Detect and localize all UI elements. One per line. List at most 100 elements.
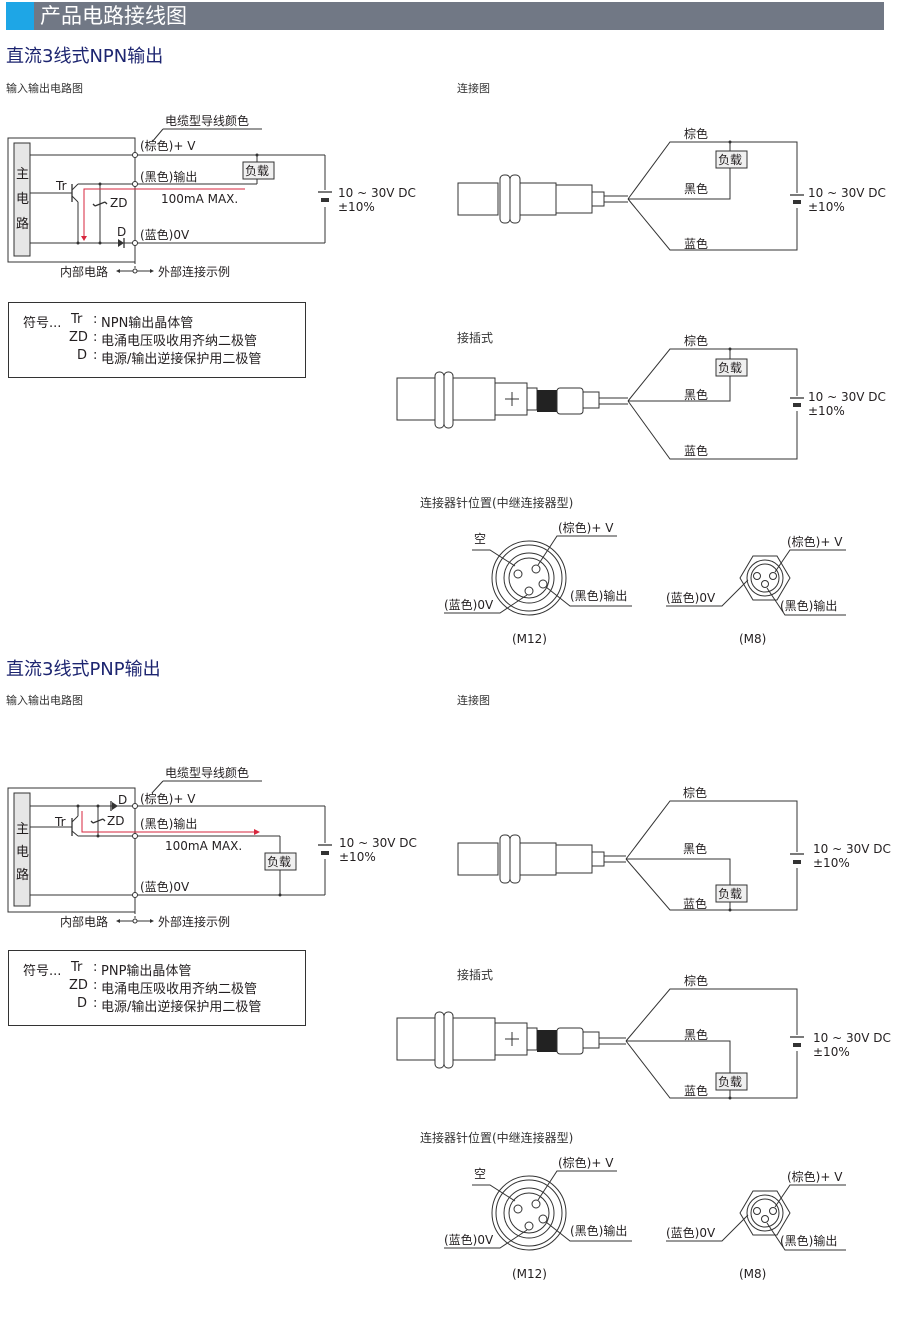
legend-desc: 电涌电压吸收用齐纳二极管 — [101, 334, 258, 349]
plug-type-label: 接插式 — [457, 968, 494, 982]
pin-position-title: 连接器针位置(中继连接器型) — [420, 496, 574, 510]
wire-black — [626, 1040, 731, 1073]
pin-zero-label: (蓝色)0V — [666, 591, 716, 605]
current-path-arrow — [81, 811, 255, 833]
legend-desc: PNP输出晶体管 — [101, 964, 192, 979]
pin-output-label: (黑色)输出 — [570, 588, 627, 603]
internal-circuit-label: 内部电路 — [60, 264, 108, 279]
load-label: 负载 — [245, 164, 269, 178]
m12-label: (M12) — [512, 1267, 547, 1281]
symbol-legend: 符号... Tr : PNP输出晶体管 ZD : 电涌电压吸收用齐纳二极管 D … — [8, 950, 306, 1026]
wire-plus-label: (棕色)+ V — [140, 138, 196, 153]
npn-plug-connection: 负载 棕色 黑色 蓝色 10 ~ 30V DC ±10% — [396, 333, 886, 460]
supply-voltage: 10 ~ 30V DC — [808, 186, 886, 200]
load-box — [715, 150, 748, 169]
zener-diode-icon — [90, 818, 106, 824]
wire-zero-label: (蓝色)0V — [140, 228, 190, 242]
pin-plus-label: (棕色)+ V — [787, 534, 843, 549]
m8-label: (M8) — [739, 1267, 766, 1281]
main-circuit-char: 路 — [16, 867, 29, 883]
tr-label: Tr — [55, 179, 67, 193]
wire-brown — [627, 348, 798, 402]
supply-voltage: 10 ~ 30V DC — [813, 1031, 891, 1045]
pin-zero-label: (蓝色)0V — [666, 1226, 716, 1240]
wire-plus-label: (棕色)+ V — [140, 791, 196, 806]
brown-label: 棕色 — [684, 973, 708, 988]
internal-circuit-box — [7, 137, 136, 263]
wire-brown — [627, 141, 798, 200]
load-box — [715, 884, 748, 903]
legend-prefix: 符号... — [23, 316, 62, 331]
zd-label: ZD — [110, 196, 127, 210]
npn-pin-diagram: 空 (棕色)+ V (黑色)输出 (蓝色)0V (M12) (棕色)+ V (黑… — [444, 520, 846, 646]
main-circuit-char: 路 — [16, 216, 29, 232]
wire-black — [628, 376, 731, 402]
wire-output-label: (黑色)输出 — [140, 169, 197, 184]
legend-symbol: Tr — [71, 312, 83, 327]
legend-desc: 电涌电压吸收用齐纳二极管 — [101, 982, 258, 997]
supply-voltage: 10 ~ 30V DC — [338, 186, 416, 200]
blue-label: 蓝色 — [683, 897, 707, 911]
pin-empty-label: 空 — [474, 1167, 486, 1181]
wire-output-label: (黑色)输出 — [140, 816, 197, 831]
pnp-pin-diagram: 空 (棕色)+ V (黑色)输出 (蓝色)0V (M12) (棕色)+ V (黑… — [444, 1155, 846, 1281]
load-label: 负载 — [718, 361, 742, 375]
main-circuit-char: 电 — [16, 845, 29, 860]
supply-tolerance: ±10% — [808, 404, 845, 418]
legend-symbol: Tr — [71, 960, 83, 975]
supply-tolerance: ±10% — [813, 1045, 850, 1059]
wire-blue — [625, 1040, 798, 1099]
pnp-circuit-diagram: 主 电 路 10 ~ 30V DC ±10% 负载 Tr ZD D 100mA … — [7, 765, 417, 929]
main-circuit-block — [13, 142, 31, 257]
external-example-label: 外部连接示例 — [158, 914, 230, 929]
pin-zero-label: (蓝色)0V — [444, 1233, 494, 1247]
section-title-npn: 直流3线式NPN输出 — [6, 46, 164, 67]
npn-circuit-diagram: 主 电 路 10 ~ 30V DC ±10% 负载 Tr ZD D 100mA … — [7, 113, 416, 279]
black-label: 黑色 — [684, 182, 708, 196]
legend-symbol: D — [77, 996, 88, 1011]
wire-blue — [627, 400, 798, 460]
brown-label: 棕色 — [684, 126, 708, 141]
supply-tolerance: ±10% — [338, 200, 375, 214]
d-label: D — [117, 225, 126, 239]
pin-output-label: (黑色)输出 — [570, 1223, 627, 1238]
pin-zero-label: (蓝色)0V — [444, 598, 494, 612]
pin-output-label: (黑色)输出 — [780, 1233, 837, 1248]
wire-blue — [627, 198, 798, 251]
internal-circuit-label: 内部电路 — [60, 914, 108, 929]
d-label: D — [118, 793, 127, 807]
pin-empty-label: 空 — [474, 532, 486, 546]
tr-label: Tr — [54, 815, 66, 829]
circuit-label: 输入输出电路图 — [6, 82, 83, 95]
load-box — [242, 161, 275, 180]
supply-tolerance: ±10% — [339, 850, 376, 864]
symbol-legend: 符号... Tr : NPN输出晶体管 ZD : 电涌电压吸收用齐纳二极管 D … — [8, 302, 306, 378]
connection-label: 连接图 — [457, 694, 490, 707]
wire-black — [626, 858, 731, 880]
supply-voltage: 10 ~ 30V DC — [339, 836, 417, 850]
m8-connector-icon — [739, 1190, 791, 1236]
plug-type-label: 接插式 — [457, 331, 494, 345]
zd-label: ZD — [107, 814, 124, 828]
brown-label: 棕色 — [684, 333, 708, 348]
cable-color-note: 电缆型导线颜色 — [165, 113, 249, 128]
pin-plus-label: (棕色)+ V — [558, 1155, 614, 1170]
m12-connector-icon — [491, 1175, 567, 1251]
load-label: 负载 — [718, 1075, 742, 1089]
wire-brown — [625, 988, 798, 1042]
load-label: 负载 — [267, 855, 291, 869]
legend-symbol: ZD — [69, 978, 88, 993]
page-title: 产品电路接线图 — [40, 4, 187, 28]
main-circuit-char: 电 — [16, 192, 29, 207]
internal-circuit-box — [7, 787, 136, 913]
pin-plus-label: (棕色)+ V — [787, 1169, 843, 1184]
circuit-label: 输入输出电路图 — [6, 694, 83, 707]
wire-brown — [625, 800, 798, 860]
m12-connector-icon — [491, 540, 567, 616]
wire-zero-label: (蓝色)0V — [140, 880, 190, 894]
plug-sensor-icon — [396, 371, 628, 429]
legend-symbol: D — [77, 348, 88, 363]
blue-label: 蓝色 — [684, 444, 708, 458]
diode-icon — [118, 239, 124, 247]
main-circuit-char: 主 — [16, 822, 29, 837]
